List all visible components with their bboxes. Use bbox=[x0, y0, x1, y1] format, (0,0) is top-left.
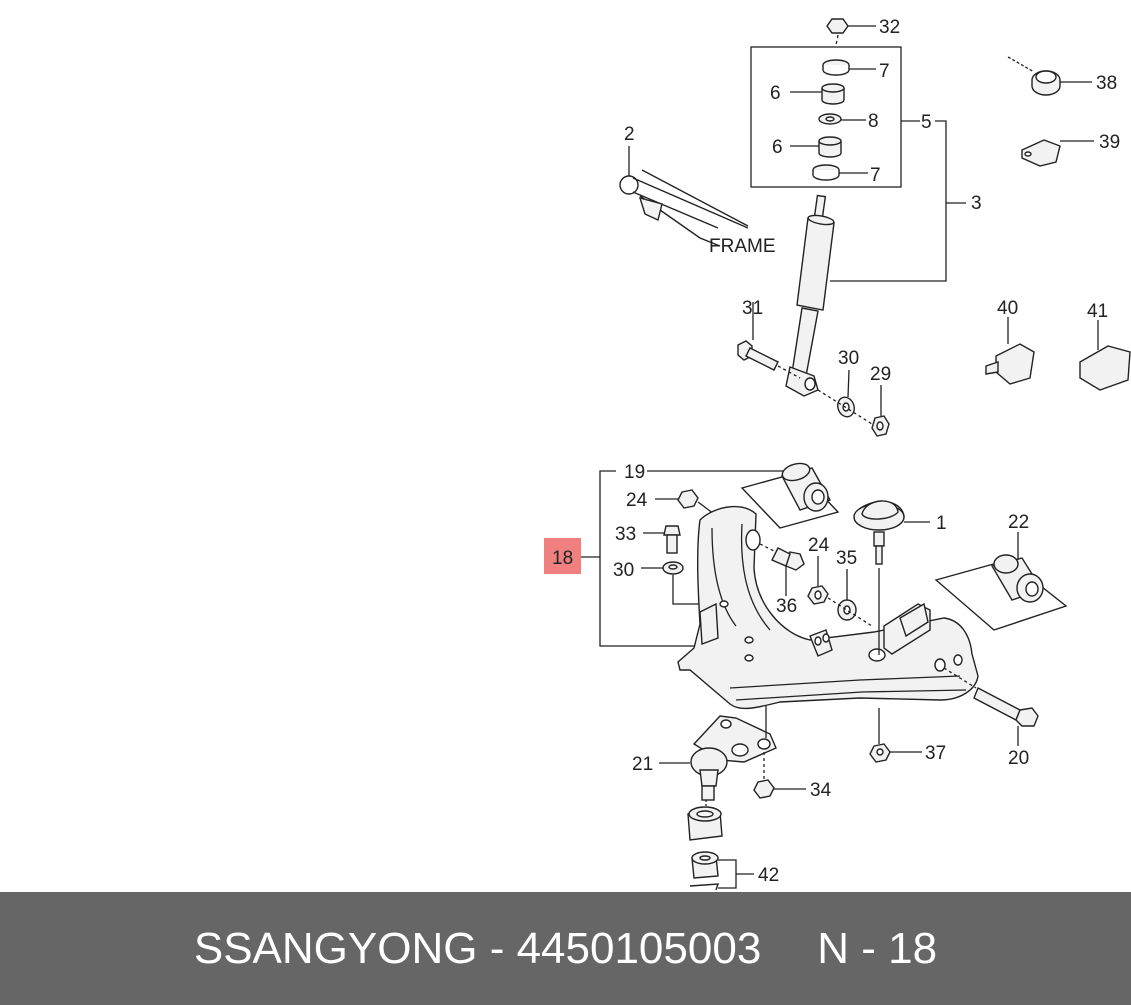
bracket-41[interactable] bbox=[1079, 320, 1131, 391]
footer-bar: SSANGYONG - 4450105003 N - 18 bbox=[0, 892, 1131, 1005]
bushing-19[interactable] bbox=[780, 461, 832, 512]
bolt-20[interactable] bbox=[943, 667, 1039, 746]
bracket-39[interactable] bbox=[1021, 139, 1094, 167]
callout-42: 42 bbox=[758, 865, 779, 886]
ball-joint-21[interactable] bbox=[659, 706, 777, 801]
shock-absorber-3[interactable] bbox=[785, 194, 835, 397]
washer-35[interactable] bbox=[837, 569, 857, 621]
callout-20: 20 bbox=[1008, 748, 1029, 769]
callout-19: 19 bbox=[624, 462, 645, 483]
callout-22: 22 bbox=[1008, 512, 1029, 533]
bolt-33[interactable] bbox=[643, 525, 681, 554]
callout-40: 40 bbox=[997, 298, 1018, 319]
nut-34[interactable] bbox=[753, 752, 806, 799]
callout-32: 32 bbox=[879, 17, 900, 38]
footer-brand-part: SSANGYONG - 4450105003 bbox=[193, 923, 762, 973]
nut-37[interactable] bbox=[869, 708, 922, 763]
footer-page-ref: N - 18 bbox=[817, 923, 938, 973]
callout-18-highlight[interactable] bbox=[544, 538, 581, 574]
nut-29[interactable] bbox=[871, 385, 890, 437]
nut-24-upper[interactable] bbox=[655, 489, 715, 515]
parts-diagram: FRAME 1 2 3 5 6 6 7 7 8 18 19 20 21 22 2… bbox=[544, 17, 1131, 891]
bump-stop-1[interactable] bbox=[853, 500, 930, 655]
part-38[interactable] bbox=[1007, 56, 1092, 96]
bolt-36[interactable] bbox=[771, 547, 805, 596]
callout-6-top: 6 bbox=[770, 83, 781, 104]
callout-30-upper: 30 bbox=[838, 348, 859, 369]
callout-33: 33 bbox=[615, 524, 636, 545]
callout-3: 3 bbox=[971, 193, 982, 214]
callout-30-lower: 30 bbox=[613, 560, 634, 581]
callout-6-bottom: 6 bbox=[772, 137, 783, 158]
callout-21: 21 bbox=[632, 754, 653, 775]
mount-40[interactable] bbox=[985, 317, 1035, 385]
washer-7-bottom[interactable] bbox=[812, 164, 868, 181]
callout-39: 39 bbox=[1099, 132, 1120, 153]
boot[interactable] bbox=[687, 800, 723, 841]
bushing-6-bottom[interactable] bbox=[790, 136, 842, 158]
washer-7-top[interactable] bbox=[822, 59, 876, 76]
shock-absorber-group bbox=[737, 18, 966, 437]
callout-37: 37 bbox=[925, 743, 946, 764]
nut-24-lower[interactable] bbox=[807, 556, 829, 605]
callout-31: 31 bbox=[742, 298, 763, 319]
lower-arm-group bbox=[544, 461, 1068, 891]
frame-bracket-2[interactable] bbox=[619, 146, 749, 247]
bushing-22[interactable] bbox=[934, 532, 1068, 631]
callout-38: 38 bbox=[1096, 73, 1117, 94]
callout-41: 41 bbox=[1087, 301, 1108, 322]
washer-30-upper[interactable] bbox=[835, 369, 857, 419]
callout-5: 5 bbox=[921, 112, 932, 133]
callout-24-upper: 24 bbox=[626, 490, 648, 511]
bushing-6-top[interactable] bbox=[790, 83, 845, 105]
bolt-31[interactable] bbox=[737, 302, 801, 379]
nut-32[interactable] bbox=[826, 18, 876, 46]
callout-29: 29 bbox=[870, 364, 891, 385]
callout-7-top: 7 bbox=[879, 61, 890, 82]
callout-24-lower: 24 bbox=[808, 535, 830, 556]
callout-8: 8 bbox=[868, 111, 879, 132]
callout-7-bottom: 7 bbox=[870, 165, 881, 186]
callout-34: 34 bbox=[810, 780, 832, 801]
callout-36: 36 bbox=[776, 596, 797, 617]
callout-1: 1 bbox=[936, 513, 947, 534]
callout-18: 18 bbox=[552, 548, 573, 569]
callout-35: 35 bbox=[836, 548, 857, 569]
bushing-kit-box bbox=[750, 46, 902, 188]
frame-label: FRAME bbox=[709, 236, 776, 257]
callout-2: 2 bbox=[624, 124, 635, 145]
castle-nut-42[interactable] bbox=[689, 851, 754, 891]
washer-8[interactable] bbox=[818, 113, 866, 125]
lower-arm-18[interactable] bbox=[677, 505, 979, 710]
